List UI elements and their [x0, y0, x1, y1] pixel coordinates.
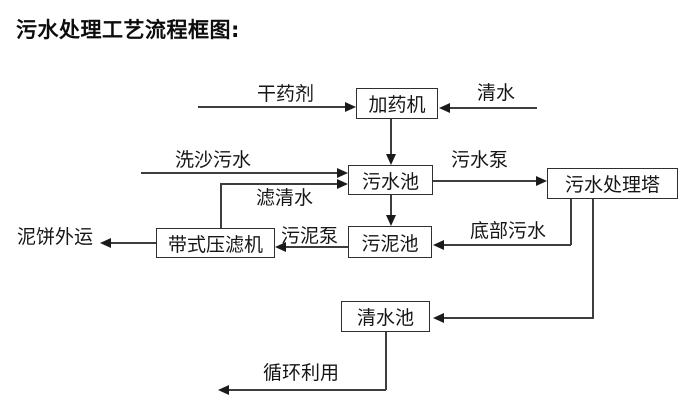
arrow-left-icon: [439, 103, 450, 113]
node-sewage-pool: 污水池: [348, 165, 433, 195]
edge-mud-cake-line: [111, 242, 156, 244]
edge-clear-water-line: [450, 107, 537, 109]
edge-bottom-sewage-vline: [570, 199, 572, 245]
node-clear-water-pool: 清水池: [341, 301, 430, 332]
label-recycle-use: 循环利用: [263, 362, 340, 384]
node-belt-filter-press: 带式压滤机: [156, 228, 275, 258]
arrow-left-icon: [433, 313, 444, 323]
edge-filtered-water-hline: [220, 183, 337, 185]
edge-dosing-to-pool-line: [390, 119, 392, 155]
edge-recycle-hline: [229, 389, 386, 391]
label-bottom-sewage: 底部污水: [470, 220, 547, 242]
edge-tower-to-clear-hline: [444, 317, 594, 319]
arrow-left-icon: [100, 238, 111, 248]
label-sewage-pump: 污水泵: [451, 149, 509, 171]
label-sand-washing-sewage: 洗沙污水: [175, 149, 252, 171]
edge-sand-sewage-line: [141, 172, 337, 174]
edge-filtered-water-vline: [220, 183, 222, 228]
node-dosing-machine: 加药机: [356, 88, 438, 119]
label-dry-agent: 干药剂: [257, 83, 315, 105]
label-sludge-pump: 污泥泵: [281, 225, 339, 247]
node-treatment-tower: 污水处理塔: [547, 168, 678, 199]
edge-sewage-pump-line: [433, 180, 536, 182]
arrow-right-icon: [337, 168, 348, 178]
label-clear-water: 清水: [477, 82, 516, 104]
arrow-right-icon: [536, 176, 547, 186]
arrow-down-icon: [386, 215, 396, 226]
arrow-left-icon: [275, 242, 286, 252]
label-filtered-water: 滤清水: [256, 187, 314, 209]
edge-pool-to-sludge-line: [390, 195, 392, 216]
edge-recycle-vline: [385, 332, 387, 390]
edge-sludge-pump-line: [286, 246, 348, 248]
edge-bottom-sewage-hline: [444, 244, 571, 246]
arrow-right-icon: [345, 102, 356, 112]
edge-dry-agent-line: [198, 106, 345, 108]
node-sludge-pool: 污泥池: [348, 226, 432, 258]
edge-tower-to-clear-vline: [592, 199, 594, 318]
diagram-title: 污水处理工艺流程框图:: [16, 18, 240, 42]
label-mud-cake-transport: 泥饼外运: [17, 226, 94, 248]
arrow-down-icon: [386, 154, 396, 165]
arrow-right-icon: [337, 179, 348, 189]
arrow-left-icon: [433, 240, 444, 250]
arrow-left-icon: [218, 385, 229, 395]
